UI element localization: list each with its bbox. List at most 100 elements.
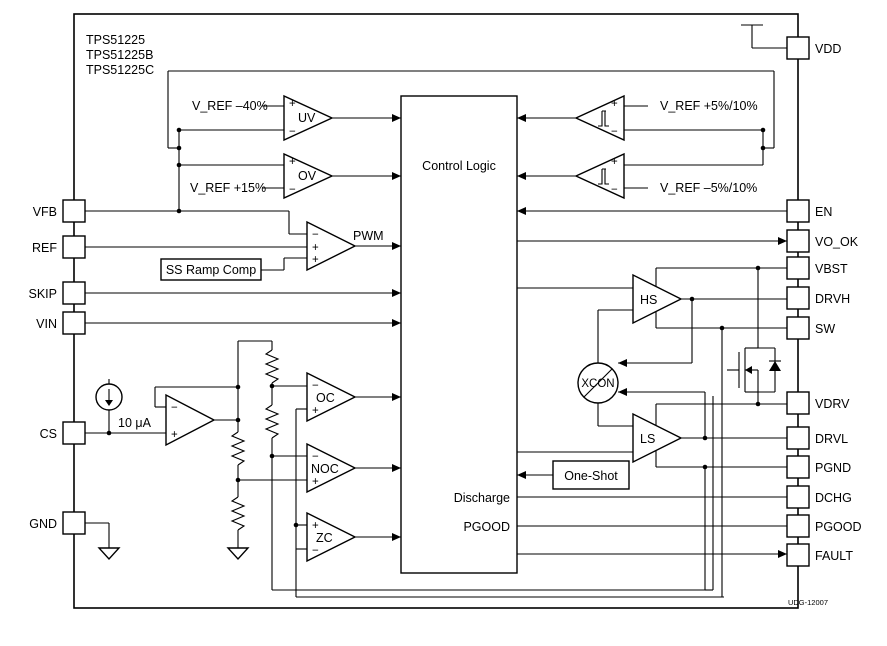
pwm-comparator: − + + PWM	[306, 220, 401, 272]
svg-text:+: +	[289, 156, 296, 168]
svg-text:−: −	[611, 184, 618, 196]
oc-comparator: − + OC	[296, 371, 401, 423]
part-number-1: TPS51225	[86, 33, 145, 47]
svg-text:PWM: PWM	[353, 229, 384, 243]
pin-skip: SKIP	[29, 281, 86, 305]
pin-sw: SW	[786, 316, 835, 340]
pin-en: EN	[786, 199, 832, 223]
pin-vo-ok: VO_OK	[786, 229, 859, 253]
pgood-lower-comparator: + −	[574, 152, 625, 200]
sw-sense-wiring	[293, 409, 724, 598]
svg-text:CS: CS	[40, 427, 57, 441]
pin-drvl: DRVL	[786, 426, 848, 450]
svg-text:OV: OV	[298, 169, 317, 183]
svg-text:+: +	[312, 242, 319, 254]
ss-ramp-comp-block: SS Ramp Comp	[160, 257, 307, 281]
control-logic-block	[400, 95, 518, 574]
svg-text:GND: GND	[29, 517, 57, 531]
pin-fault: FAULT	[786, 543, 853, 567]
pgood-internal-label: PGOOD	[463, 520, 510, 534]
svg-text:VBST: VBST	[815, 262, 848, 276]
svg-text:SS Ramp Comp: SS Ramp Comp	[166, 263, 256, 277]
ls-driver: LS	[632, 412, 683, 464]
svg-text:NOC: NOC	[311, 462, 339, 476]
svg-text:VIN: VIN	[36, 317, 57, 331]
vfb-ref-wiring	[85, 210, 307, 248]
pin-dchg: DCHG	[786, 485, 852, 509]
svg-text:SW: SW	[815, 322, 835, 336]
svg-text:EN: EN	[815, 205, 832, 219]
svg-text:UV: UV	[298, 111, 316, 125]
vref-minus5-10-label: V_REF –5%/10%	[660, 181, 757, 195]
vdd-supply-symbol	[741, 24, 787, 49]
resistor-ladder-right	[238, 340, 713, 591]
figure-id: UDG-12007	[788, 598, 828, 607]
hs-driver: HS	[632, 273, 683, 325]
svg-text:+: +	[312, 520, 319, 532]
pin-vdd: VDD	[786, 36, 841, 60]
svg-text:−: −	[289, 184, 296, 196]
svg-text:−: −	[312, 545, 319, 557]
discharge-label: Discharge	[454, 491, 510, 505]
svg-text:+: +	[171, 429, 178, 441]
svg-text:XCON: XCON	[581, 378, 614, 390]
output-wiring	[517, 496, 787, 558]
svg-text:ZC: ZC	[316, 531, 333, 545]
pin-vbst: VBST	[786, 256, 848, 280]
svg-text:OC: OC	[316, 391, 335, 405]
svg-text:DRVH: DRVH	[815, 292, 850, 306]
pin-vin: VIN	[36, 311, 86, 335]
pin-gnd: GND	[29, 511, 86, 535]
uv-comparator: + − UV	[283, 94, 334, 142]
cs-amplifier: − +	[85, 384, 241, 447]
skip-vin-wiring	[85, 289, 401, 327]
svg-text:+: +	[312, 405, 319, 417]
ov-comparator: + − OV	[283, 152, 334, 200]
pin-pgood: PGOOD	[786, 514, 862, 538]
noc-comparator: − + NOC	[306, 442, 401, 494]
one-shot-block: One-Shot	[517, 460, 630, 490]
pin-cs: CS	[40, 421, 86, 445]
en-vook-wiring	[517, 207, 787, 245]
pgood-upper-comparator: + −	[574, 94, 625, 142]
svg-text:VDD: VDD	[815, 42, 841, 56]
current-source-label: 10 μA	[118, 416, 152, 430]
svg-text:HS: HS	[640, 293, 657, 307]
uv-ov-wiring	[167, 70, 775, 214]
svg-text:VDRV: VDRV	[815, 397, 850, 411]
svg-text:One-Shot: One-Shot	[564, 469, 618, 483]
svg-text:PGOOD: PGOOD	[815, 520, 862, 534]
pgood-comparator-wiring	[517, 105, 766, 189]
pin-vfb: VFB	[33, 199, 86, 223]
svg-text:−: −	[312, 380, 319, 392]
svg-text:PGND: PGND	[815, 461, 851, 475]
svg-text:DCHG: DCHG	[815, 491, 852, 505]
svg-text:+: +	[611, 98, 618, 110]
svg-text:−: −	[289, 126, 296, 138]
svg-text:VFB: VFB	[33, 205, 57, 219]
svg-text:−: −	[171, 402, 178, 414]
control-logic-label: Control Logic	[422, 159, 496, 173]
vref-plus15-label: V_REF +15%	[190, 181, 266, 195]
svg-text:−: −	[312, 229, 319, 241]
pin-pgnd: PGND	[786, 455, 851, 479]
zc-comparator: + − ZC	[296, 511, 401, 563]
part-number-2: TPS51225B	[86, 48, 153, 62]
svg-text:+: +	[289, 98, 296, 110]
svg-text:VO_OK: VO_OK	[815, 235, 859, 249]
svg-text:+: +	[312, 254, 319, 266]
xcon-block: XCON	[577, 362, 619, 404]
svg-text:+: +	[312, 476, 319, 488]
svg-text:−: −	[611, 126, 618, 138]
bootstrap-switch	[727, 265, 781, 404]
svg-text:−: −	[312, 451, 319, 463]
svg-text:FAULT: FAULT	[815, 549, 853, 563]
pin-ref: REF	[32, 235, 86, 259]
svg-text:REF: REF	[32, 241, 57, 255]
svg-text:DRVL: DRVL	[815, 432, 848, 446]
svg-text:LS: LS	[640, 432, 655, 446]
vref-minus40-label: V_REF –40%	[192, 99, 268, 113]
pin-drvh: DRVH	[786, 286, 850, 310]
part-number-3: TPS51225C	[86, 63, 154, 77]
